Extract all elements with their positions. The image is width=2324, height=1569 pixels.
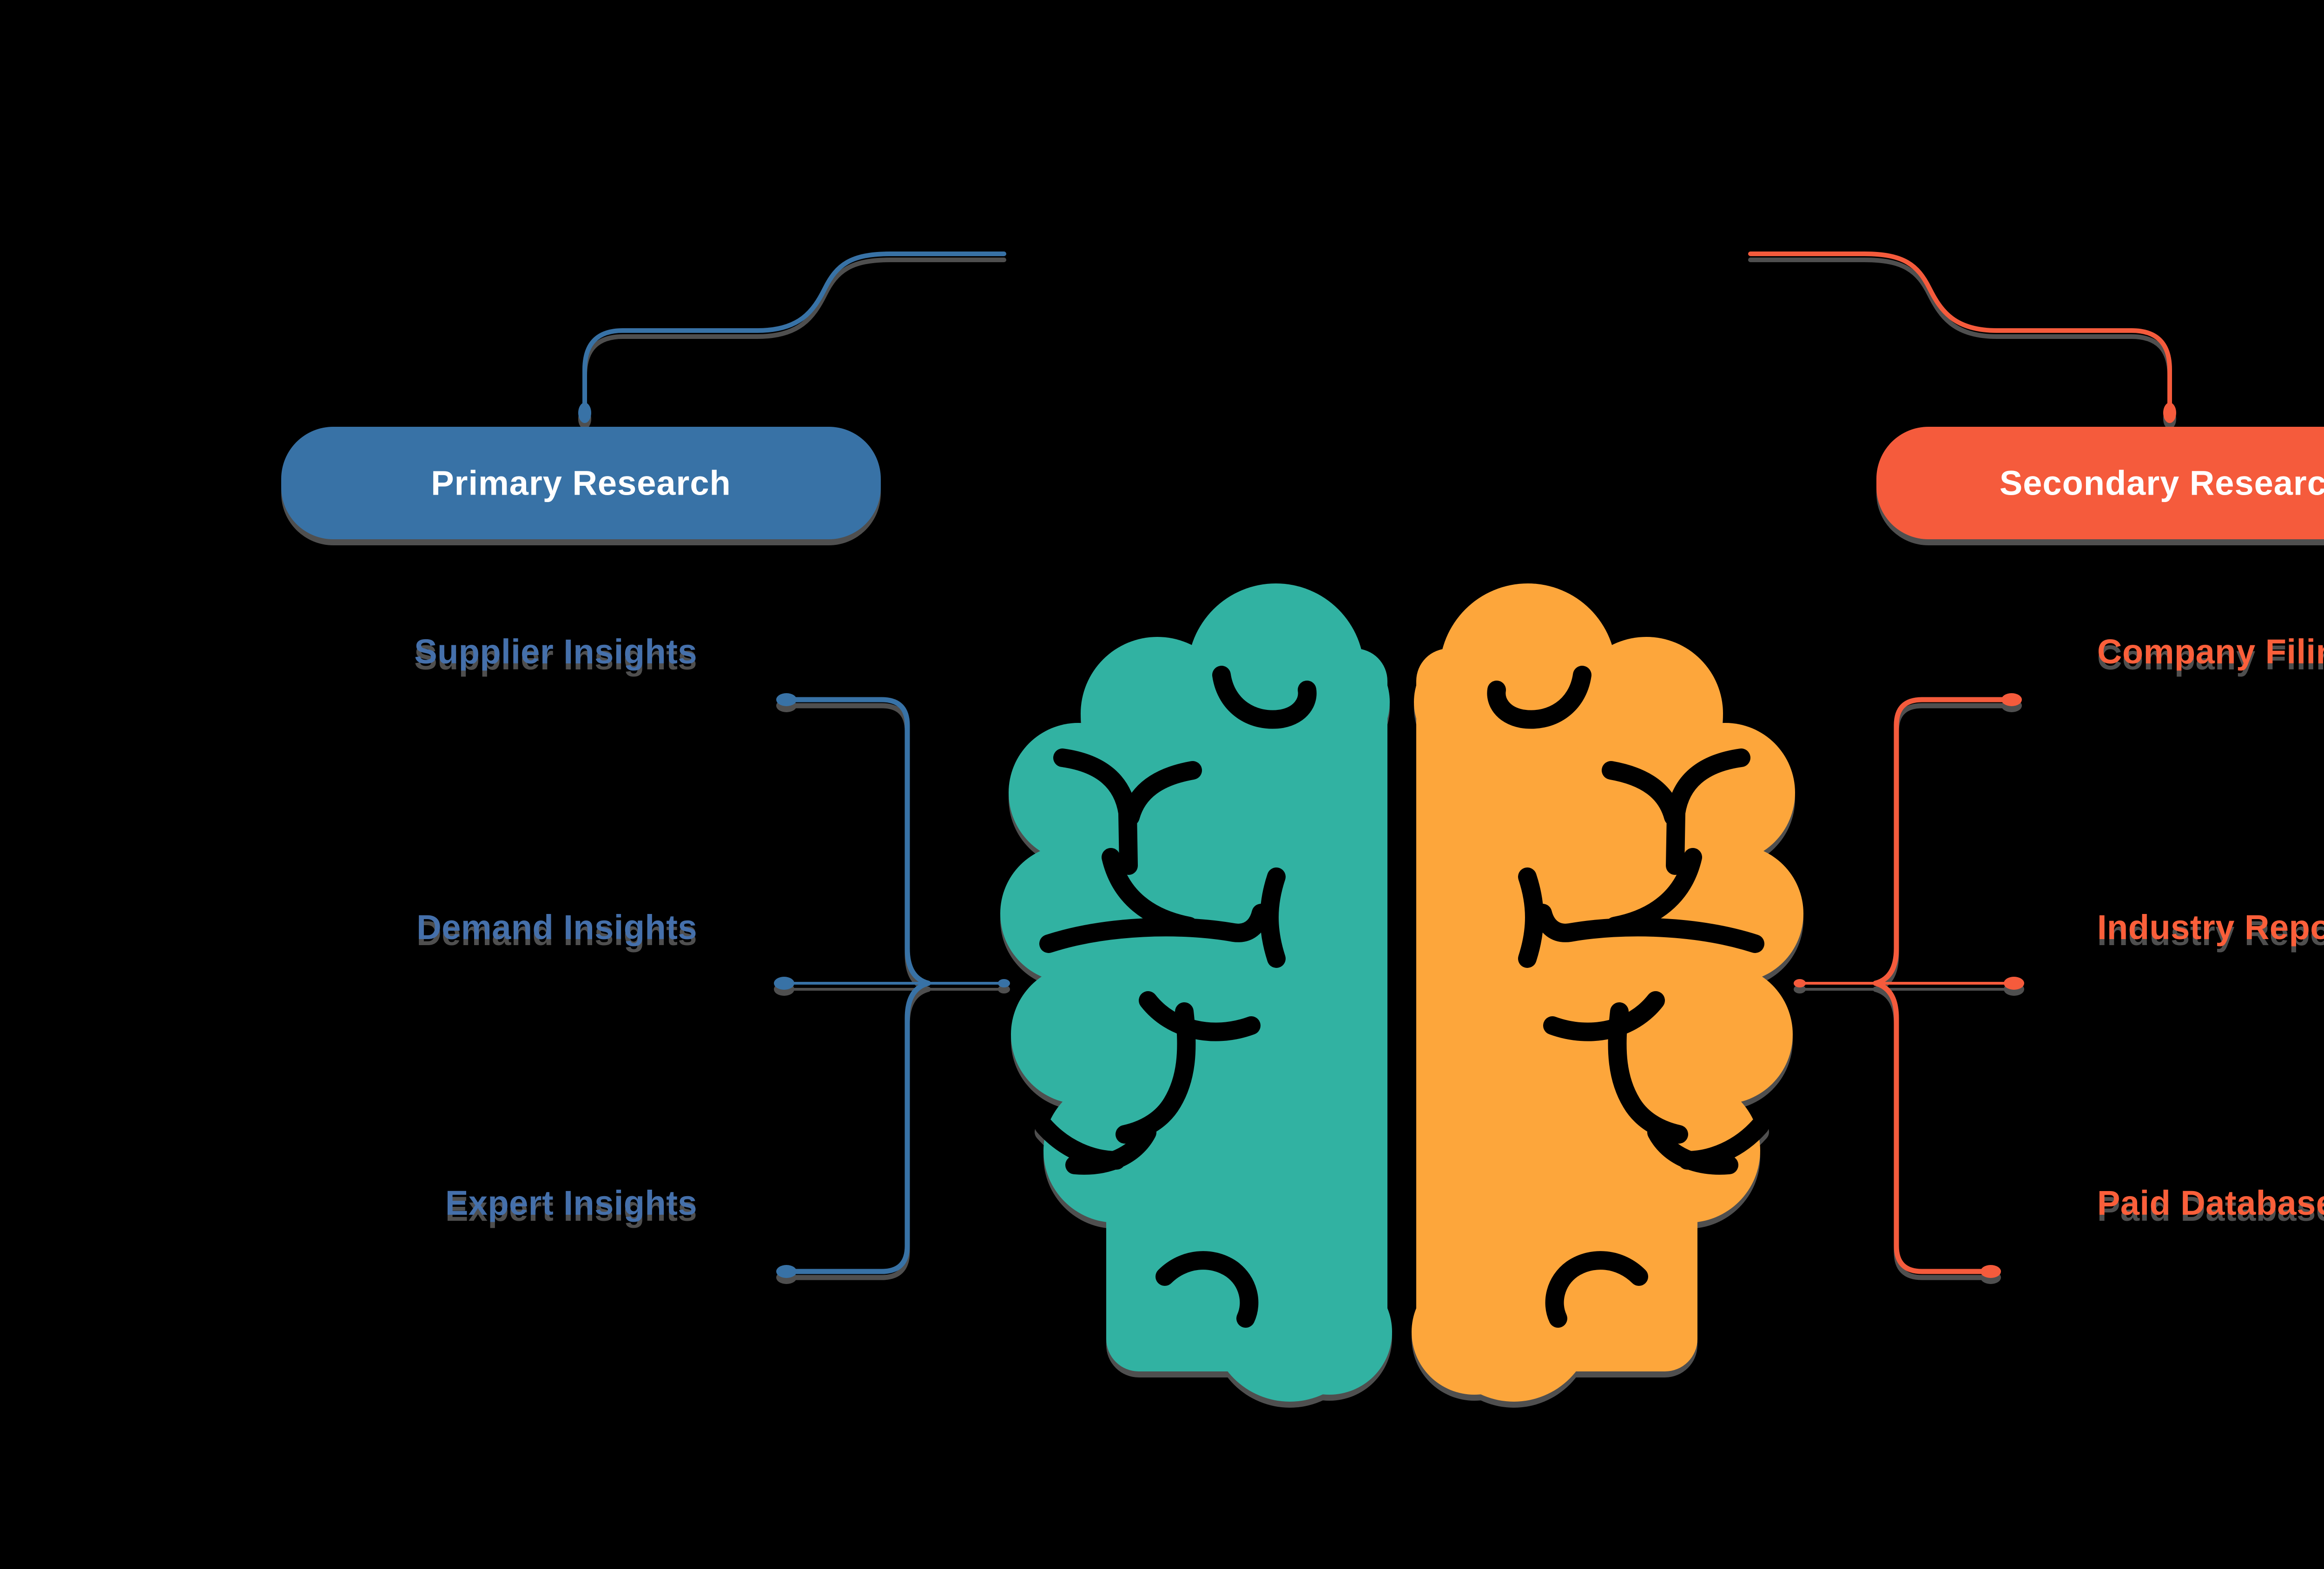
- primary-branch-top-dot: [776, 693, 797, 706]
- secondary-section: Secondary Research Company Filings Indus…: [1748, 252, 2324, 1278]
- secondary-branch-top-line: [1873, 697, 2013, 986]
- primary-branch-bottom-dot: [776, 1265, 797, 1278]
- secondary-branch-bottom-line: [1873, 980, 1992, 1274]
- primary-branch-bottom-line: [785, 980, 931, 1274]
- secondary-branch-bottom-dot: [1981, 1265, 2001, 1278]
- secondary-item-company-filings: Company Filings: [2097, 632, 2324, 671]
- primary-top-connector-dot: [578, 403, 591, 423]
- secondary-research-pill: [1876, 427, 2324, 539]
- primary-research-pill-label: Primary Research: [431, 464, 731, 503]
- brain-icon: [1000, 583, 1803, 1402]
- brain-right-hemisphere-shape: [1412, 583, 1803, 1402]
- primary-bracket: [784, 697, 1005, 1274]
- brain-left-hemisphere-shape: [1000, 583, 1392, 1402]
- primary-item-expert-insights: Expert Insights: [445, 1184, 697, 1222]
- primary-item-supplier-insights: Supplier Insights: [414, 632, 697, 671]
- primary-top-connector-line: [582, 252, 1006, 406]
- secondary-item-paid-databases: Paid Databases: [2097, 1184, 2324, 1222]
- brain-left-hemisphere: [1000, 583, 1392, 1402]
- secondary-branch-middle-dot: [2004, 977, 2024, 990]
- secondary-research-pill-label: Secondary Research: [2000, 464, 2324, 503]
- primary-branch-middle-dot: [774, 977, 794, 990]
- secondary-bracket: [1798, 697, 2014, 1274]
- secondary-item-industry-reports: Industry Reports: [2097, 908, 2324, 947]
- secondary-top-connector-line: [1748, 252, 2172, 406]
- primary-branch-top-line: [785, 697, 931, 986]
- secondary-branch-brain-tip: [1794, 979, 1806, 987]
- primary-research-pill: [281, 427, 881, 539]
- primary-branch-brain-tip: [998, 979, 1010, 987]
- primary-item-demand-insights: Demand Insights: [416, 908, 697, 947]
- primary-section: Primary Research Supplier Insights Deman…: [281, 252, 1010, 1278]
- brain-right-hemisphere: [1412, 583, 1803, 1402]
- secondary-top-connector-dot: [2163, 403, 2176, 423]
- secondary-branch-top-dot: [2001, 693, 2022, 706]
